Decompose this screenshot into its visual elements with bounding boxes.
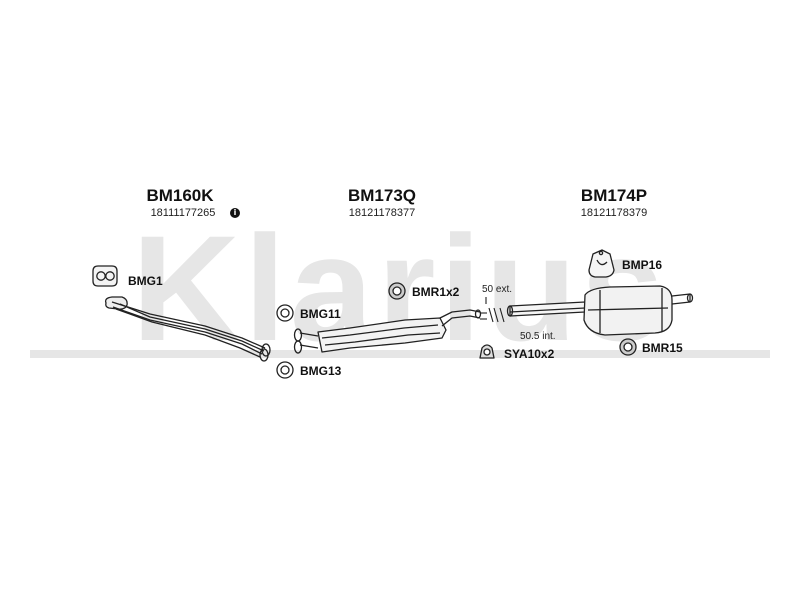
part-code-rear-silencer: BM174P xyxy=(580,186,648,205)
part-code-front-pipe: BM160K xyxy=(146,186,214,205)
ring-icon[interactable] xyxy=(276,304,294,322)
fitting-label-bmr15: BMR15 xyxy=(642,341,683,355)
rubber-mount-icon[interactable] xyxy=(388,282,406,300)
bracket-icon[interactable] xyxy=(588,249,615,278)
rubber-mount-icon[interactable] xyxy=(619,338,637,356)
dimension-int: 50.5 int. xyxy=(520,331,556,342)
fitting-label-bmg1: BMG1 xyxy=(128,274,163,288)
front-pipe[interactable] xyxy=(104,296,271,362)
info-icon[interactable]: i xyxy=(230,208,240,218)
fitting-label-bmr1x2: BMR1x2 xyxy=(412,285,460,299)
clamp-icon[interactable] xyxy=(479,344,495,359)
gasket-icon[interactable] xyxy=(92,265,118,287)
fitting-label-bmg11: BMG11 xyxy=(300,307,341,321)
fitting-label-bmp16: BMP16 xyxy=(622,258,663,272)
fitting-label-bmg13: BMG13 xyxy=(300,364,342,378)
fitting-label-sya10x2: SYA10x2 xyxy=(504,347,555,361)
center-silencer[interactable] xyxy=(293,309,482,354)
ring-icon[interactable] xyxy=(276,361,294,379)
part-number-center-silencer: 18121178377 xyxy=(348,207,416,219)
part-number-rear-silencer: 18121178379 xyxy=(580,207,648,219)
part-code-center-silencer: BM173Q xyxy=(347,186,417,205)
dimension-ext: 50 ext. xyxy=(482,284,513,295)
part-number-front-pipe: 18111177265 xyxy=(150,207,216,219)
rear-silencer[interactable] xyxy=(506,285,694,336)
